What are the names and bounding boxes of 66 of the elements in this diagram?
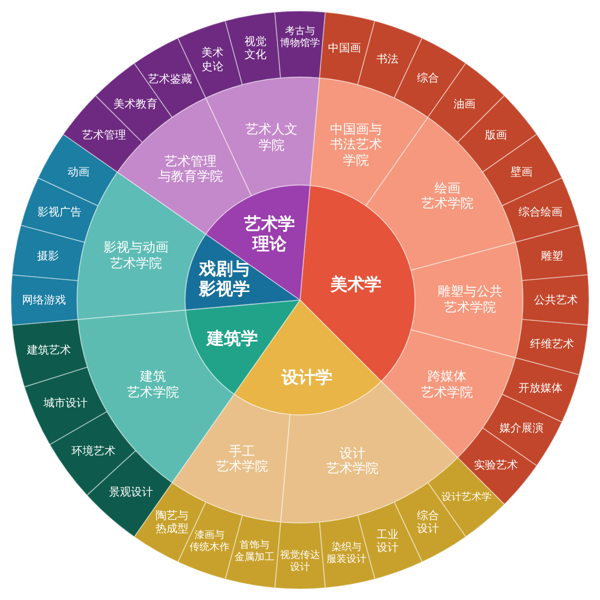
ring-segment	[522, 274, 589, 326]
ring-segment	[11, 274, 78, 326]
segment-label: 设计学	[281, 368, 332, 388]
ring-segment	[515, 319, 588, 375]
segment-label: 陶艺与热成型	[154, 508, 190, 535]
segment-label: 艺术学理论	[243, 214, 296, 256]
segment-label: 美术学	[330, 274, 382, 296]
segment-label: 染织与服装设计	[326, 542, 368, 566]
segment-label: 视觉传达设计	[279, 550, 321, 574]
segment-label: 建筑艺术	[26, 343, 71, 357]
segment-label: 摄影	[36, 248, 59, 262]
segment-label: 影视与动画艺术学院	[102, 240, 170, 272]
segment-label: 景观设计	[109, 486, 154, 500]
segment-label: 漆画与传统木作	[188, 530, 231, 554]
segment-label: 艺术管理与教育学院	[157, 154, 224, 186]
segment-label: 跨媒体艺术学院	[420, 369, 474, 401]
segment-label: 综合设计	[416, 508, 440, 535]
segment-label: 戏剧与影视学	[198, 259, 252, 300]
segment-label: 艺术鉴藏	[148, 72, 192, 86]
segment-label: 环境艺术	[72, 444, 116, 458]
segment-label: 公共艺术	[534, 293, 578, 307]
ring-segment	[24, 367, 107, 445]
ring-segment	[274, 522, 326, 589]
ring-segment	[411, 242, 523, 358]
segment-label: 中国画	[328, 41, 361, 54]
ring-segment	[12, 319, 88, 387]
segment-label: 设计艺术学	[441, 492, 492, 504]
ring-segment	[319, 12, 375, 85]
segment-label: 油画	[454, 97, 476, 110]
segment-label: 考古与博物馆学	[279, 26, 321, 50]
segment-label: 壁画	[510, 165, 533, 179]
ring-segment	[502, 177, 580, 243]
segment-label: 艺术管理	[82, 128, 126, 142]
segment-label: 综合	[417, 72, 439, 85]
segment-label: 城市设计	[44, 396, 88, 410]
segment-label: 综合绘画	[518, 206, 563, 220]
segment-label: 雕塑	[541, 248, 564, 262]
segment-label: 动画	[67, 165, 90, 179]
segment-label: 设计艺术学院	[326, 446, 380, 478]
segment-label: 书法	[376, 52, 399, 66]
ring-segment	[502, 357, 580, 423]
segment-label: 媒介展演	[500, 421, 544, 435]
segment-label: 网络游戏	[22, 293, 66, 307]
segment-label: 绘画艺术学院	[420, 181, 474, 212]
ring-segment	[20, 177, 98, 243]
segment-label: 手工艺术学院	[214, 444, 269, 476]
ring-segment	[12, 225, 85, 281]
segment-label: 美术史论	[200, 46, 224, 73]
segment-label: 视觉文化	[244, 34, 268, 62]
segment-label: 建筑学	[206, 328, 258, 350]
segment-label: 开放媒体	[518, 380, 563, 394]
segment-label: 实验艺术	[474, 458, 518, 472]
segment-label: 版画	[485, 128, 508, 142]
segment-label: 美术教育	[113, 97, 158, 110]
ring-segment	[225, 12, 281, 85]
segment-label: 艺术人文学院	[244, 122, 299, 154]
segment-label: 首饰与金属加工	[233, 540, 276, 564]
ring-segment	[274, 11, 326, 78]
segment-label: 雕塑与公共艺术学院	[436, 284, 504, 316]
segment-label: 建筑艺术学院	[126, 369, 180, 401]
segment-label: 工业设计	[376, 527, 400, 554]
segment-label: 中国画与书法艺术学院	[329, 122, 384, 170]
ring-segment	[515, 225, 588, 281]
segment-label: 纤维艺术	[530, 338, 574, 352]
segment-label: 影视广告	[37, 206, 82, 220]
ring-segment	[427, 63, 505, 143]
